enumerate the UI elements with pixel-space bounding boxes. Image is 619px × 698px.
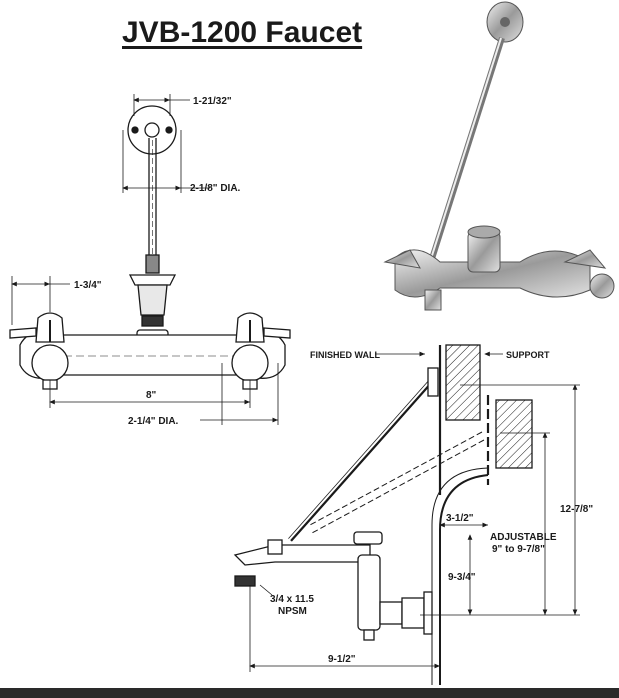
dim-total-height: 12-7/8": [560, 504, 593, 515]
dim-adjustable-range: 9" to 9-7/8": [492, 544, 545, 555]
front-view-drawing: 1-21/32" 2-1/8" DIA. 1-3/4" 8" 2-1/4" DI…: [9, 94, 291, 427]
dim-flange-holes: 1-21/32": [193, 96, 232, 107]
support-block-lower: [495, 399, 533, 469]
ceiling-flange: [127, 105, 177, 155]
dim-spout-height: 9-3/4": [448, 572, 476, 583]
dim-offset: 3-1/2": [446, 513, 474, 524]
faucet-photo: [383, 1, 615, 311]
dim-flange-dia: 2-1/8" DIA.: [190, 183, 241, 194]
dim-handle: 1-3/4": [74, 280, 102, 291]
support-block-upper: [445, 344, 481, 421]
side-view-drawing: FINISHED WALL SUPPORT 12-7/8" ADJUSTABLE…: [233, 344, 593, 685]
label-finished-wall: FINISHED WALL: [310, 350, 380, 360]
dim-adjustable-title: ADJUSTABLE: [490, 532, 557, 543]
dim-eccentric-dia: 2-1/4" DIA.: [128, 416, 179, 427]
dim-thread-type: NPSM: [278, 606, 307, 617]
dim-thread-size: 3/4 x 11.5: [270, 594, 314, 605]
page-title: JVB-1200 Faucet: [122, 16, 363, 49]
label-support: SUPPORT: [506, 350, 550, 360]
footer-bar: [0, 688, 619, 698]
dim-centers: 8": [146, 390, 157, 401]
dim-projection: 9-1/2": [328, 654, 356, 665]
